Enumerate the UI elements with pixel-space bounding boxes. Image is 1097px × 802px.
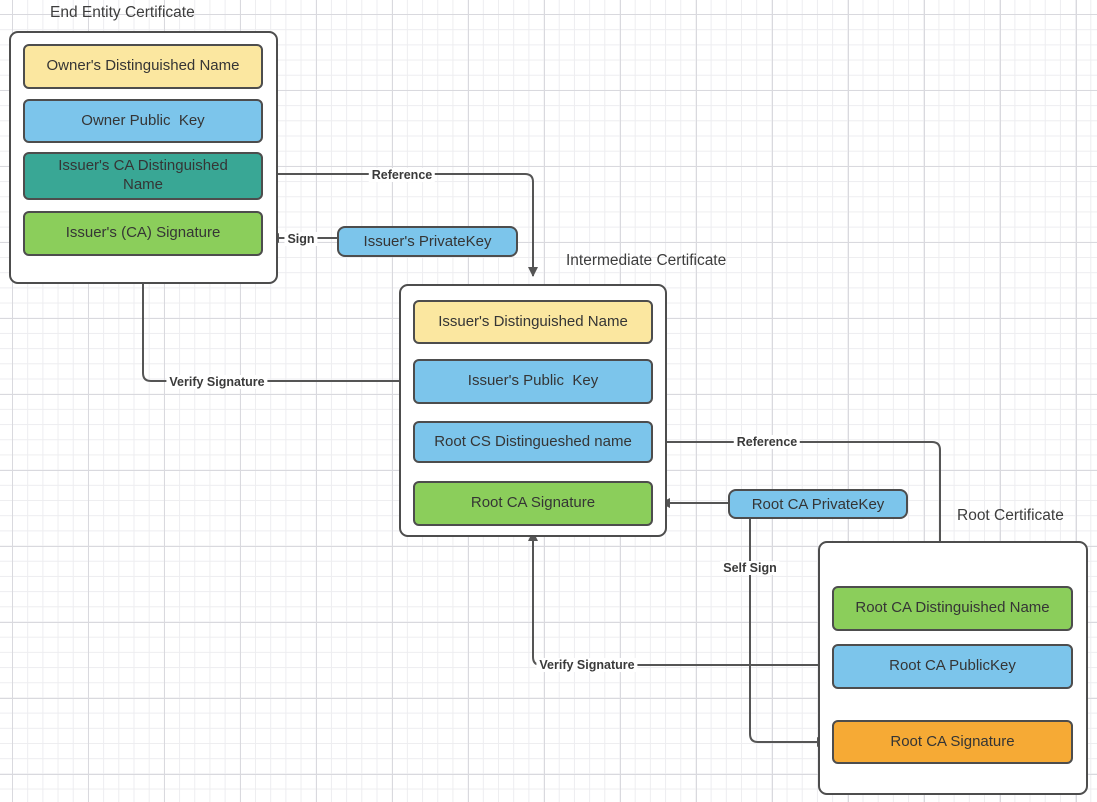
issuers-ca-signature-label: Issuer's (CA) Signature	[65, 224, 221, 242]
end-entity-certificate-title: End Entity Certificate	[50, 4, 195, 21]
reference-label-1: Reference	[368, 168, 436, 182]
owners-distinguished-name-label: Owner's Distinguished Name	[46, 57, 240, 75]
root-certificate-title: Root Certificate	[957, 507, 1064, 524]
intermediate-root-ca-signature-box: Root CA Signature	[413, 481, 653, 526]
verify-signature-label-1: Verify Signature	[166, 375, 268, 389]
root-ca-private-key-label: Root CA PrivateKey	[751, 495, 885, 513]
root-ca-distinguished-name-label: Root CA Distinguished Name	[855, 599, 1050, 617]
root-cs-distingueshed-name-box: Root CS Distingueshed name	[413, 421, 653, 463]
issuers-private-key-box: Issuer's PrivateKey	[337, 226, 518, 257]
owner-public-key-label: Owner Public Key	[81, 111, 205, 129]
intermediate-certificate-title: Intermediate Certificate	[566, 252, 727, 269]
root-ca-publickey-label: Root CA PublicKey	[889, 657, 1016, 675]
sign-label: Sign	[284, 232, 318, 246]
issuers-ca-distinguished-name-box: Issuer's CA Distinguished Name	[23, 152, 263, 200]
root-ca-signature-label: Root CA Signature	[890, 732, 1015, 750]
reference-arrow-1	[263, 173, 538, 277]
verify-signature-label-2: Verify Signature	[536, 658, 638, 672]
issuers-distinguished-name-box: Issuer's Distinguished Name	[413, 300, 653, 344]
issuers-distinguished-name-label: Issuer's Distinguished Name	[438, 312, 628, 330]
root-ca-distinguished-name-box: Root CA Distinguished Name	[832, 586, 1073, 631]
self-sign-label: Self Sign	[720, 561, 780, 575]
root-ca-private-key-box: Root CA PrivateKey	[728, 489, 908, 519]
issuers-public-key-label: Issuer's Public Key	[467, 372, 599, 390]
root-ca-publickey-box: Root CA PublicKey	[832, 644, 1073, 689]
self-sign-arrow	[749, 519, 827, 747]
root-cs-distingueshed-name-label: Root CS Distingueshed name	[434, 432, 632, 450]
verify-signature-arrow-2	[528, 531, 832, 666]
issuers-private-key-label: Issuer's PrivateKey	[363, 233, 492, 250]
owners-distinguished-name-box: Owner's Distinguished Name	[23, 44, 263, 89]
root-ca-signature-box: Root CA Signature	[832, 720, 1073, 764]
intermediate-root-ca-signature-label: Root CA Signature	[470, 494, 596, 512]
reference-label-2: Reference	[733, 435, 801, 449]
issuers-ca-signature-box: Issuer's (CA) Signature	[23, 211, 263, 256]
issuers-ca-distinguished-name-label: Issuer's CA Distinguished Name	[58, 157, 228, 193]
issuers-public-key-box: Issuer's Public Key	[413, 359, 653, 404]
owner-public-key-box: Owner Public Key	[23, 99, 263, 143]
